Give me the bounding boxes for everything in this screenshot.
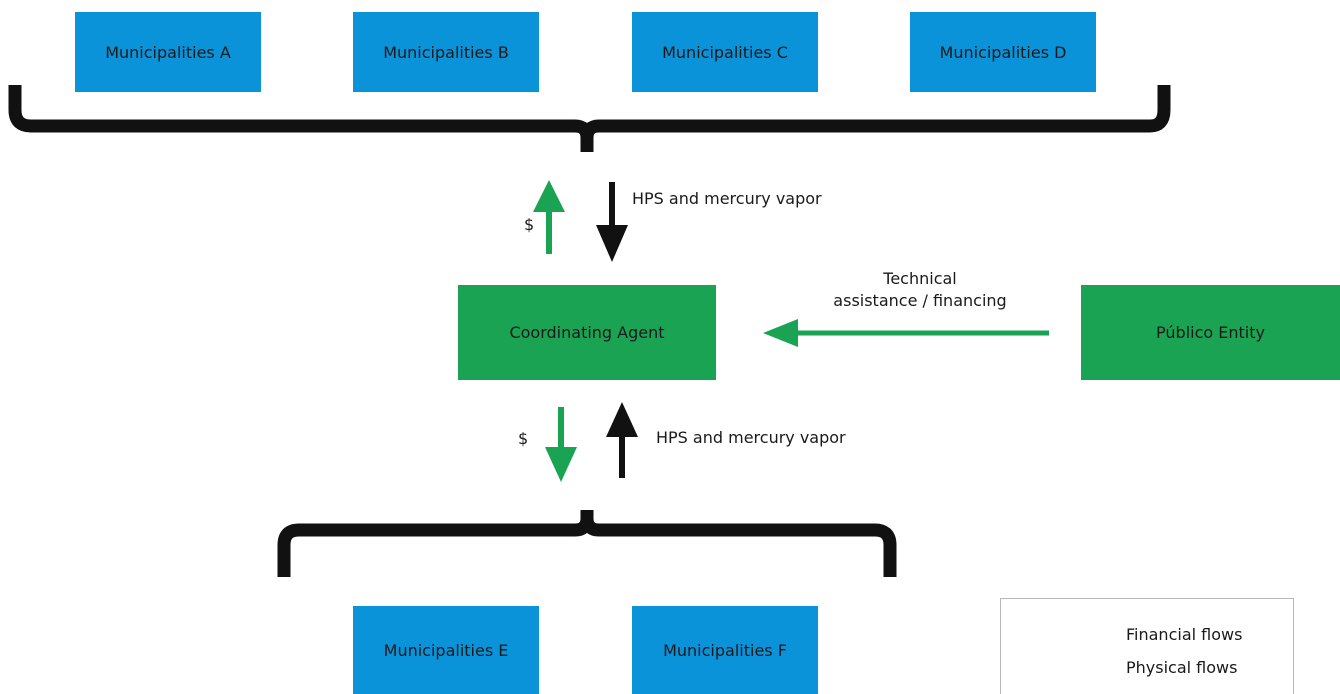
legend-financial-label: Financial flows [1126,625,1243,644]
municipality-b-label: Municipalities B [383,42,509,62]
municipality-b-box: Municipalities B [353,12,539,92]
municipality-d-label: Municipalities D [939,42,1067,62]
municipality-c-label: Municipalities C [662,42,788,62]
municipality-a-box: Municipalities A [75,12,261,92]
coordinating-agent-box: Coordinating Agent [458,285,716,380]
municipality-c-box: Municipalities C [632,12,818,92]
assistance-arrow [763,319,1049,347]
municipality-e-label: Municipalities E [383,640,509,660]
top-money-label: $ [524,215,535,234]
bottom-physical-arrow [606,402,638,478]
legend: Financial flows Physical flows [1000,598,1294,694]
assistance-label-line2: assistance / financing [833,291,1007,310]
bottom-money-label: $ [518,429,529,448]
top-financial-arrow [533,180,565,254]
top-physical-label: HPS and mercury vapor [632,189,822,208]
municipality-e-box: Municipalities E [353,606,539,694]
bottom-physical-label: HPS and mercury vapor [656,428,846,447]
top-physical-arrow [596,182,628,262]
bottom-financial-arrow [545,407,577,482]
assistance-label: Technical assistance / financing [810,268,1030,312]
municipality-f-label: Municipalities F [663,640,787,660]
bottom-group-bracket [277,510,897,577]
public-entity-label: Público Entity [1156,323,1265,342]
municipality-f-box: Municipalities F [632,606,818,694]
municipality-d-box: Municipalities D [910,12,1096,92]
municipality-a-label: Municipalities A [105,42,231,62]
public-entity-box: Público Entity [1081,285,1340,380]
legend-physical-label: Physical flows [1126,658,1238,677]
top-group-bracket [8,85,1171,152]
assistance-label-line1: Technical [883,269,957,288]
coordinating-agent-label: Coordinating Agent [509,323,665,342]
